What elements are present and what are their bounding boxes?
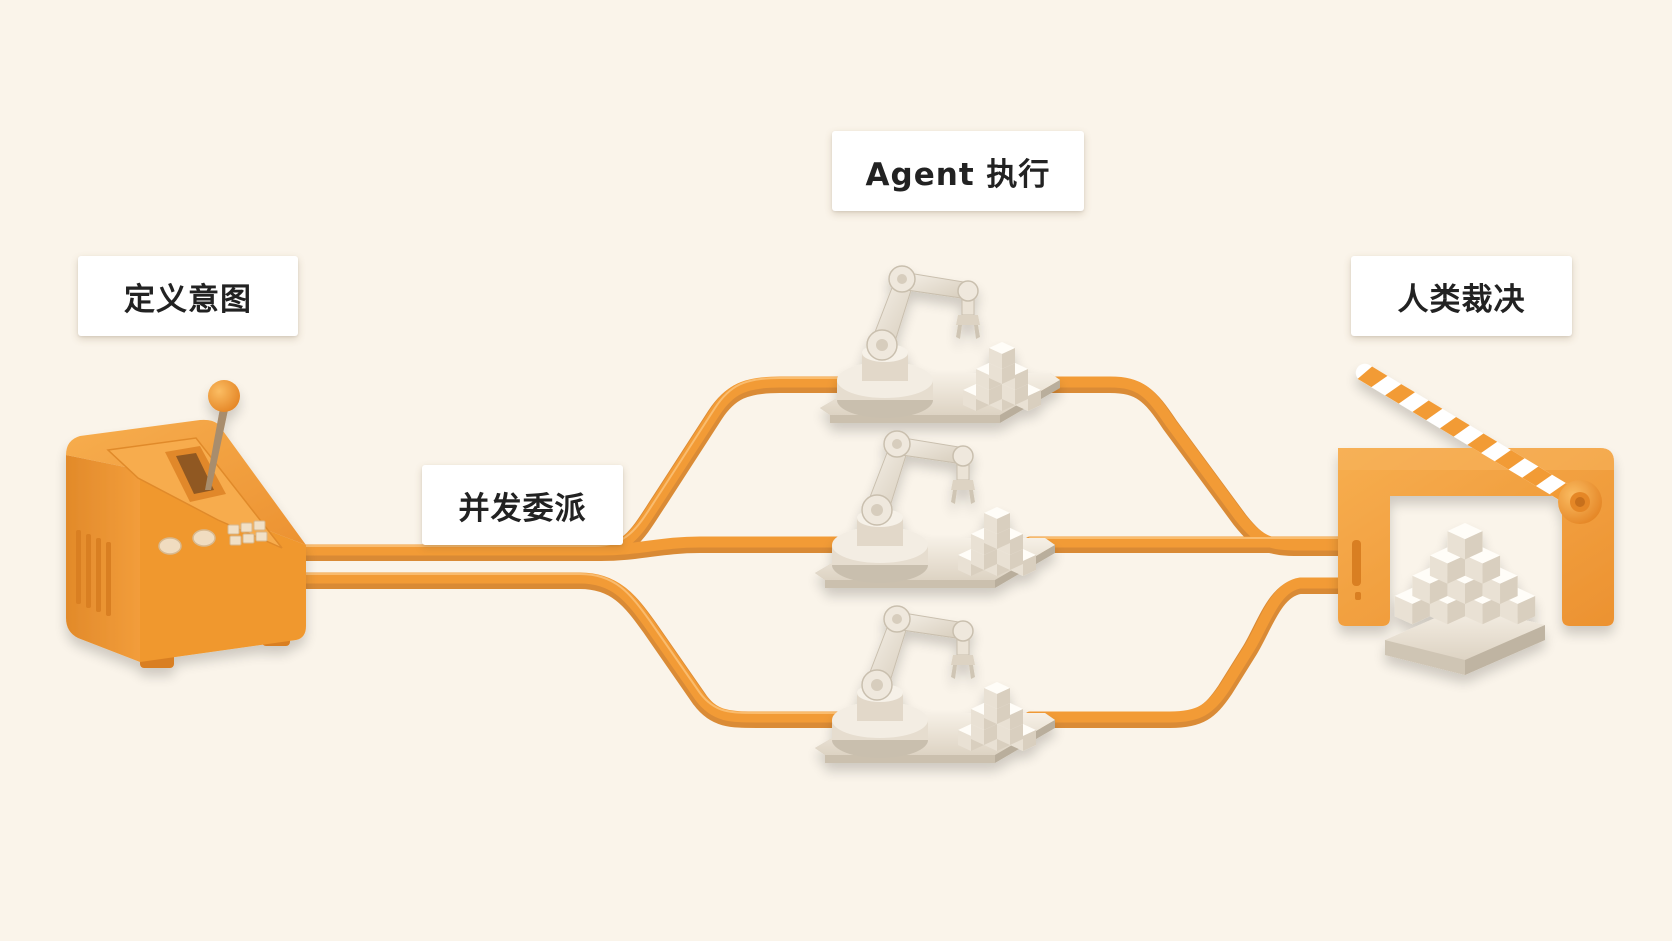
parallel-dispatch-label: 并发委派 <box>422 465 623 545</box>
cube-pyramid-icon <box>1385 523 1545 675</box>
joystick-console-icon <box>66 380 306 668</box>
barrier-gate-icon <box>1338 363 1614 675</box>
define-intent-label: 定义意图 <box>78 256 298 336</box>
dispatch-tracks <box>292 376 1353 728</box>
robot-arm-icon <box>815 431 1055 588</box>
agent-execute-label: Agent 执行 <box>832 131 1084 211</box>
human-judgment-label: 人类裁决 <box>1351 256 1572 336</box>
robot-arm-icon <box>820 266 1060 423</box>
robot-arm-icon <box>815 606 1055 763</box>
